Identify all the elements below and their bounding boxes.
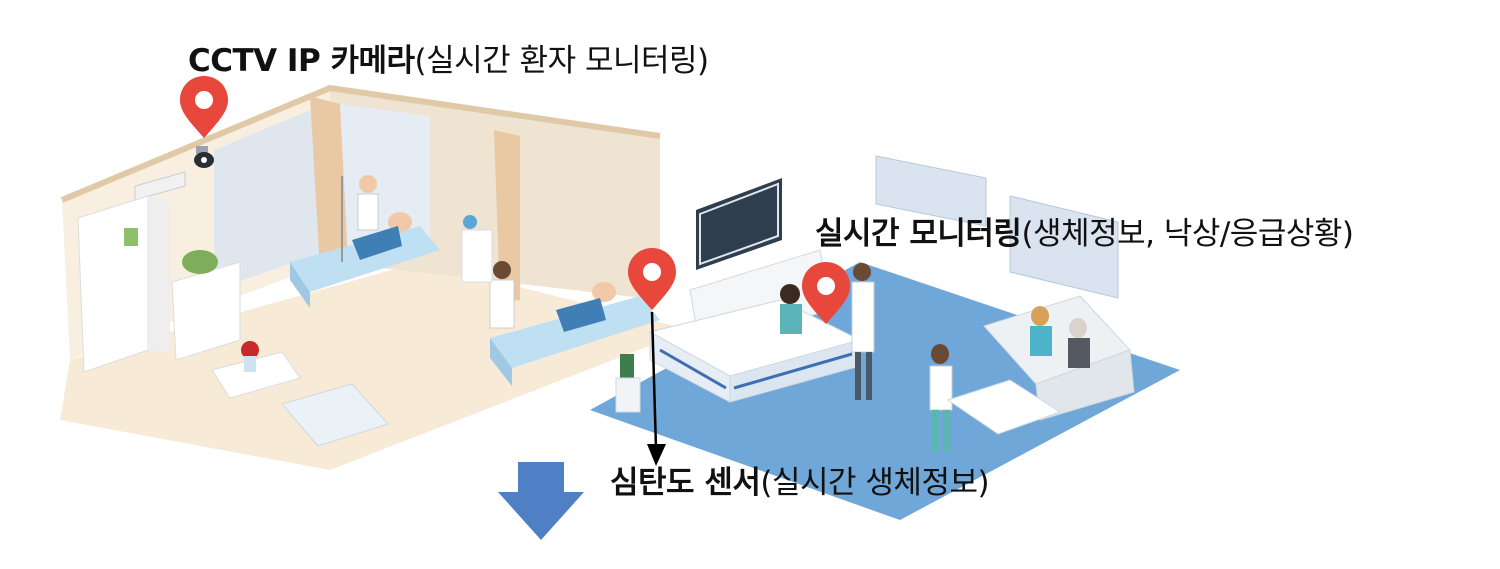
cctv-camera-label: CCTV IP 카메라(실시간 환자 모니터링) xyxy=(188,46,709,77)
cctv-camera-icon xyxy=(194,146,214,168)
cctv-camera-description: (실시간 환자 모니터링) xyxy=(414,43,710,79)
realtime-monitoring-title: 실시간 모니터링 xyxy=(815,216,1022,252)
bcg-sensor-title: 심탄도 센서 xyxy=(610,465,761,501)
realtime-monitoring-description: (생체정보, 낙상/응급상황) xyxy=(1021,216,1354,252)
down-arrow-icon xyxy=(498,462,584,540)
location-pin-icon xyxy=(180,76,228,138)
location-pin-icon xyxy=(802,262,850,324)
nurse-station-lounge xyxy=(590,155,1180,520)
cctv-camera-title: CCTV IP 카메라 xyxy=(188,43,415,79)
patient-ward-room xyxy=(60,84,690,470)
sensor-pointer-arrow xyxy=(647,311,666,466)
location-pin-icon xyxy=(628,248,676,310)
bcg-sensor-label: 심탄도 센서(실시간 생체정보) xyxy=(610,465,990,501)
bcg-sensor-description: (실시간 생체정보) xyxy=(760,465,990,501)
realtime-monitoring-label: 실시간 모니터링(생체정보, 낙상/응급상황) xyxy=(815,216,1354,252)
